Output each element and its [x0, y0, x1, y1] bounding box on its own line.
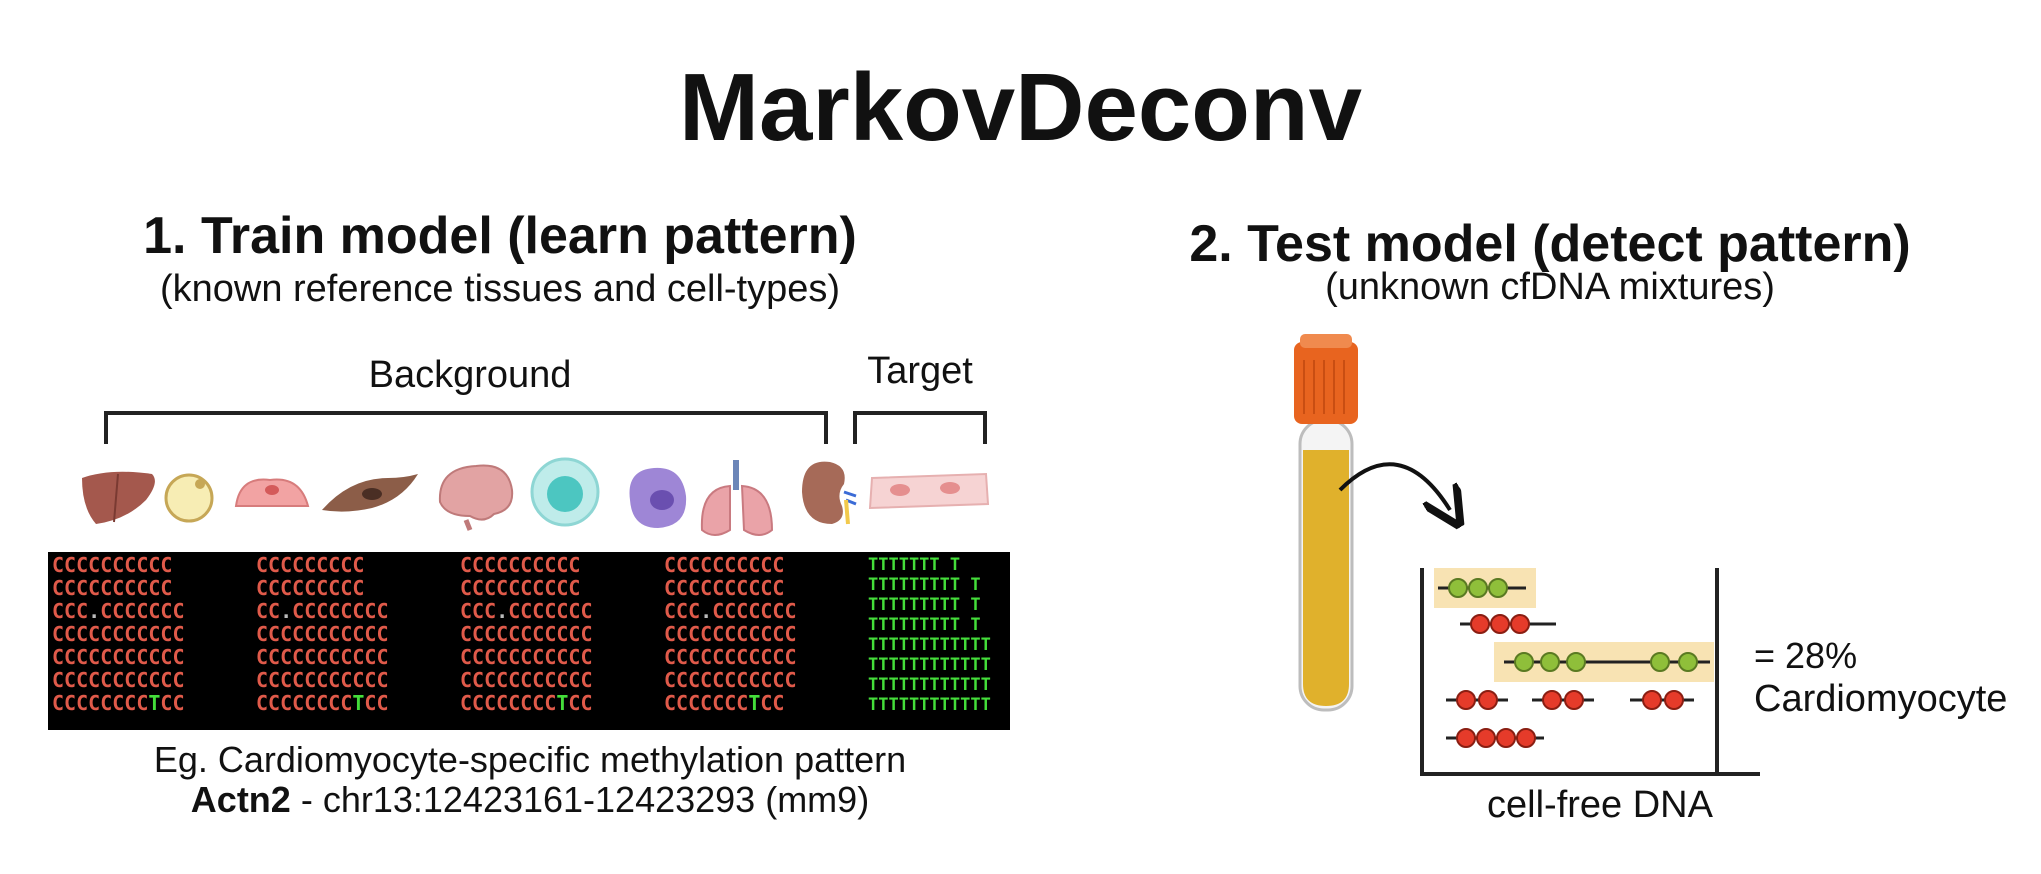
- cpg-site: [1564, 690, 1584, 710]
- methylation-read: CCCCCCCCCC: [52, 576, 172, 600]
- footnote-pattern: Eg. Cardiomyocyte-specific methylation p…: [153, 739, 907, 780]
- arrow-icon: [1338, 462, 1450, 510]
- endothelial-cell-icon: [234, 478, 310, 507]
- methylation-read: CCCCCCCCCCC: [664, 622, 797, 646]
- lung-icon: [700, 460, 774, 536]
- kidney-icon: [802, 461, 857, 525]
- cpg-site: [1488, 578, 1508, 598]
- methylation-read: CCCCCCCCCCC: [256, 622, 389, 646]
- cpg-site: [1476, 728, 1496, 748]
- cardiomyocyte-icon: [868, 472, 990, 510]
- cfdna-label: cell-free DNA: [1487, 784, 1713, 826]
- methylation-read: CCCCCCCCCCC: [664, 645, 797, 669]
- methylation-panels: CCCCCCCCCCCCCCCCCCCCCCC.CCCCCCCCCCCCCCCC…: [48, 552, 1010, 730]
- cfdna-container: [1420, 568, 1760, 776]
- cpg-site: [1456, 690, 1476, 710]
- cpg-site: [1514, 652, 1534, 672]
- target-read: TTTTTTTTTTTT: [868, 675, 991, 695]
- background-label: Background: [368, 354, 572, 396]
- immune-cell-icon: [629, 467, 687, 528]
- cpg-site: [1566, 652, 1586, 672]
- methylation-read: CCCCCCCCCC: [664, 576, 784, 600]
- methylation-read: CCCCCCCCC: [256, 576, 364, 600]
- cpg-site: [1516, 728, 1536, 748]
- train-heading: 1. Train model (learn pattern): [143, 207, 857, 265]
- methylation-read: CCCCCCCCC: [256, 553, 364, 577]
- target-read: TTTTTTTTT T: [868, 595, 981, 615]
- cpg-site: [1510, 614, 1530, 634]
- target-read: TTTTTTTTTTTT: [868, 635, 991, 655]
- fibroblast-icon: [322, 474, 418, 512]
- cpg-site: [1490, 614, 1510, 634]
- cpg-site: [1542, 690, 1562, 710]
- methylation-read: CCCCCCCCCCC: [52, 622, 185, 646]
- cpg-site: [1650, 652, 1670, 672]
- blood-tube-icon: [1294, 334, 1358, 712]
- page-title: MarkovDeconv: [679, 54, 1362, 161]
- gene-name: Actn2: [190, 779, 291, 820]
- cpg-site: [1642, 690, 1662, 710]
- footnote-locus: Actn2 - chr13:12423161-12423293 (mm9): [40, 782, 1020, 818]
- cpg-site: [1448, 578, 1468, 598]
- methylation-read: CCCCCCCCCCC: [52, 645, 185, 669]
- methylation-read: CCCCCCCCCC: [460, 553, 580, 577]
- methylation-read: CCCCCCCCCC: [460, 576, 580, 600]
- methylation-read: CCCCCCCCCCC: [460, 622, 593, 646]
- methylation-read: CCCCCCCCCCC: [256, 668, 389, 692]
- methylation-read: CCCCCCCTCC: [664, 691, 784, 715]
- adipocyte-icon: [164, 473, 214, 523]
- target-read: TTTTTTTTTTTT: [868, 655, 991, 675]
- cpg-site: [1468, 578, 1488, 598]
- train-diagram: CCCCCCCCCCCCCCCCCCCCCCC.CCCCCCCCCCCCCCCC…: [48, 411, 1010, 730]
- percent-label: = 28%: [1754, 635, 1858, 676]
- target-read: TTTTTTTTT T: [868, 615, 981, 635]
- methylation-read: CCCCCCCCTCC: [460, 691, 593, 715]
- cpg-site: [1664, 690, 1684, 710]
- methylation-read: CCC.CCCCCCC: [664, 599, 797, 623]
- methylation-read: CCCCCCCCCCC: [52, 668, 185, 692]
- stem-cell-icon: [530, 457, 600, 527]
- celltype-label: Cardiomyocyte: [1754, 678, 2008, 720]
- test-subheading: (unknown cfDNA mixtures): [1325, 266, 1775, 308]
- cpg-site: [1678, 652, 1698, 672]
- target-bracket: [853, 411, 987, 444]
- liver-icon: [82, 471, 155, 524]
- methylation-read: CCCCCCCCCCC: [460, 645, 593, 669]
- methylation-read: CCCCCCCCTCC: [52, 691, 185, 715]
- target-label: Target: [867, 350, 973, 392]
- cpg-site: [1540, 652, 1560, 672]
- methylation-read: CCCCCCCCTCC: [256, 691, 389, 715]
- methylation-read: CCC.CCCCCCC: [460, 599, 593, 623]
- cpg-site: [1470, 614, 1490, 634]
- methylation-read: CCC.CCCCCCC: [52, 599, 185, 623]
- methylation-panel-background: [48, 552, 1010, 730]
- cfdna-fragments: [1438, 578, 1710, 748]
- methylation-read: CCCCCCCCCCC: [256, 645, 389, 669]
- target-read: TTTTTTTTT T: [868, 575, 981, 595]
- test-diagram: [1294, 334, 1760, 776]
- methylation-read: CCCCCCCCCCC: [664, 668, 797, 692]
- target-read: TTTTTTTTTTTT: [868, 695, 991, 715]
- cpg-site: [1456, 728, 1476, 748]
- methylation-read: CCCCCCCCCCC: [460, 668, 593, 692]
- locus-coordinates: - chr13:12423161-12423293 (mm9): [290, 779, 870, 820]
- train-subheading: (known reference tissues and cell-types): [159, 268, 841, 310]
- methylation-read: CCCCCCCCCC: [52, 553, 172, 577]
- methylation-read: CC.CCCCCCCC: [256, 599, 389, 623]
- background-bracket: [104, 411, 828, 444]
- brain-icon: [438, 464, 514, 531]
- cpg-site: [1478, 690, 1498, 710]
- methylation-read: CCCCCCCCCC: [664, 553, 784, 577]
- cpg-site: [1496, 728, 1516, 748]
- test-heading: 2. Test model (detect pattern): [1189, 215, 1911, 273]
- target-read: TTTTTTT T: [868, 555, 960, 575]
